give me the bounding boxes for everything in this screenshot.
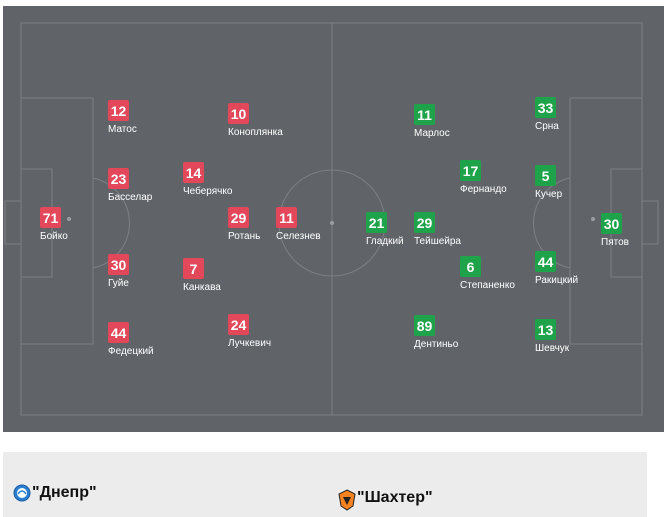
player-name: Канкава xyxy=(183,282,221,293)
player-name: Селезнев xyxy=(276,231,321,242)
player-name: Басселар xyxy=(108,192,153,203)
shakhtar-crest-icon xyxy=(338,489,356,511)
player-name: Гуйе xyxy=(108,278,129,289)
teams-legend: "Днепр" "Шахтер" xyxy=(3,452,647,517)
away-player[interactable]: 30 Пятов xyxy=(601,213,629,248)
player-name: Дентиньо xyxy=(414,339,459,350)
player-name: Степаненко xyxy=(460,280,515,291)
away-player[interactable]: 29 Тейшейра xyxy=(414,212,461,247)
player-number: 11 xyxy=(276,207,297,228)
player-name: Срна xyxy=(535,121,559,132)
home-player[interactable]: 12 Матос xyxy=(108,100,137,135)
player-name: Тейшейра xyxy=(414,236,461,247)
player-number: 71 xyxy=(40,207,61,228)
player-name: Марлос xyxy=(414,128,450,139)
player-number: 89 xyxy=(414,315,435,336)
player-name: Коноплянка xyxy=(228,127,283,138)
away-team-name: "Шахтер" xyxy=(357,489,433,506)
away-player[interactable]: 44 Ракицкий xyxy=(535,251,578,286)
away-player[interactable]: 13 Шевчук xyxy=(535,319,569,354)
player-number: 7 xyxy=(183,258,204,279)
home-player[interactable]: 14 Чеберячко xyxy=(183,162,232,197)
player-name: Шевчук xyxy=(535,343,570,354)
player-name: Ракицкий xyxy=(535,275,579,286)
away-player[interactable]: 33 Срна xyxy=(535,97,559,132)
player-number: 12 xyxy=(108,100,129,121)
player-number: 14 xyxy=(183,162,204,183)
player-number: 10 xyxy=(228,103,249,124)
player-number: 29 xyxy=(414,212,435,233)
home-player[interactable]: 23 Басселар xyxy=(108,168,152,203)
player-number: 30 xyxy=(108,254,129,275)
player-name: Фернандо xyxy=(460,184,507,195)
home-player[interactable]: 29 Ротань xyxy=(228,207,260,242)
player-number: 5 xyxy=(535,165,556,186)
player-name: Кучер xyxy=(535,189,563,200)
player-number: 23 xyxy=(108,168,129,189)
player-number: 30 xyxy=(601,213,622,234)
away-player[interactable]: 89 Дентиньо xyxy=(414,315,458,350)
player-name: Лучкевич xyxy=(228,338,272,349)
pitch-markings xyxy=(4,22,659,416)
home-player[interactable]: 30 Гуйе xyxy=(108,254,129,289)
home-team-name: "Днепр" xyxy=(32,484,97,501)
home-player[interactable]: 71 Бойко xyxy=(40,207,68,242)
dnipro-crest-icon xyxy=(13,484,31,502)
player-name: Чеберячко xyxy=(183,186,233,197)
player-number: 11 xyxy=(414,104,435,125)
football-pitch: 71 Бойко 12 Матос 23 Басселар 30 Гуйе 44… xyxy=(3,6,664,432)
home-team-label[interactable]: "Днепр" xyxy=(13,484,97,502)
player-number: 24 xyxy=(228,314,249,335)
player-name: Гладкий xyxy=(366,236,404,247)
home-player[interactable]: 7 Канкава xyxy=(183,258,221,293)
away-team-label[interactable]: "Шахтер" xyxy=(338,489,433,511)
player-number: 44 xyxy=(108,322,129,343)
player-number: 6 xyxy=(460,256,481,277)
home-player[interactable]: 10 Коноплянка xyxy=(228,103,283,138)
away-player[interactable]: 11 Марлос xyxy=(414,104,450,139)
away-player[interactable]: 17 Фернандо xyxy=(460,160,507,195)
home-player[interactable]: 11 Селезнев xyxy=(276,207,321,242)
home-player[interactable]: 44 Федецкий xyxy=(108,322,154,357)
player-number: 21 xyxy=(366,212,387,233)
player-name: Матос xyxy=(108,124,137,135)
player-number: 13 xyxy=(535,319,556,340)
player-name: Бойко xyxy=(40,231,68,242)
away-player[interactable]: 21 Гладкий xyxy=(366,212,404,247)
player-number: 29 xyxy=(228,207,249,228)
player-name: Ротань xyxy=(228,231,261,242)
player-name: Пятов xyxy=(601,237,629,248)
away-player[interactable]: 6 Степаненко xyxy=(460,256,515,291)
player-number: 44 xyxy=(535,251,556,272)
player-number: 33 xyxy=(535,97,556,118)
away-player[interactable]: 5 Кучер xyxy=(535,165,562,200)
player-number: 17 xyxy=(460,160,481,181)
player-name: Федецкий xyxy=(108,346,154,357)
home-player[interactable]: 24 Лучкевич xyxy=(228,314,271,349)
